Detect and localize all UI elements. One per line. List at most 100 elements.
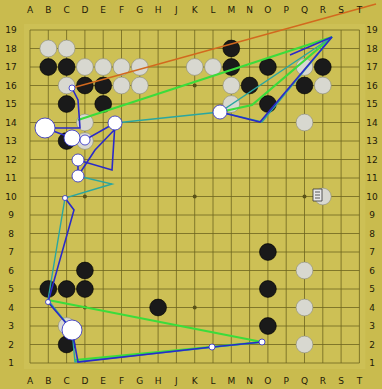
coordinate-label: 17 bbox=[366, 62, 377, 72]
coordinate-label: E bbox=[100, 376, 106, 386]
coordinate-label: 16 bbox=[5, 81, 16, 91]
coordinate-label: 5 bbox=[369, 284, 375, 294]
black-stone bbox=[260, 318, 277, 335]
gaze-path bbox=[48, 198, 262, 362]
coordinate-label: 4 bbox=[8, 303, 14, 313]
coordinate-label: S bbox=[338, 376, 344, 386]
fixation-circle bbox=[35, 118, 55, 138]
coordinate-label: K bbox=[192, 5, 198, 15]
coordinate-label: N bbox=[246, 5, 253, 15]
coordinate-label: L bbox=[210, 376, 215, 386]
black-stone bbox=[260, 96, 277, 113]
coordinate-label: 1 bbox=[8, 358, 14, 368]
grid-lines bbox=[30, 30, 359, 363]
coordinate-label: 17 bbox=[5, 62, 16, 72]
coordinate-label: R bbox=[320, 5, 326, 15]
black-stone bbox=[77, 281, 94, 298]
coordinate-label: Q bbox=[301, 5, 308, 15]
coordinate-label: 15 bbox=[5, 99, 16, 109]
white-stone bbox=[58, 40, 75, 57]
coordinate-label: T bbox=[357, 376, 363, 386]
gaze-path bbox=[72, 4, 376, 88]
fixation-circle bbox=[69, 85, 75, 91]
coordinate-label: 9 bbox=[8, 210, 14, 220]
white-stone bbox=[296, 262, 313, 279]
star-point bbox=[83, 195, 87, 199]
coordinate-label: 19 bbox=[366, 25, 377, 35]
grid-line bbox=[30, 252, 359, 253]
fixation-circle bbox=[63, 196, 68, 201]
coordinate-label: 14 bbox=[5, 118, 16, 128]
white-stone bbox=[296, 336, 313, 353]
coordinate-label: O bbox=[264, 5, 271, 15]
gaze-path bbox=[115, 37, 332, 123]
coordinate-label: 19 bbox=[5, 25, 16, 35]
coordinate-label: N bbox=[246, 376, 253, 386]
gaze-path bbox=[48, 300, 262, 360]
coordinate-label: D bbox=[81, 376, 88, 386]
black-stone bbox=[260, 281, 277, 298]
fixation-circle bbox=[62, 320, 82, 340]
grid-line bbox=[30, 48, 359, 49]
white-stone bbox=[223, 77, 240, 94]
coordinate-label: 12 bbox=[366, 155, 377, 165]
white-stone bbox=[296, 114, 313, 131]
gaze-path bbox=[45, 88, 118, 176]
coordinate-label: A bbox=[27, 376, 33, 386]
coordinate-label: 1 bbox=[369, 358, 375, 368]
star-point bbox=[303, 195, 307, 199]
gaze-path bbox=[220, 37, 332, 122]
fixation-circle bbox=[46, 300, 51, 305]
fixations bbox=[35, 85, 265, 350]
coordinate-label: C bbox=[63, 376, 69, 386]
coordinate-label: O bbox=[264, 376, 271, 386]
coordinate-label: 6 bbox=[369, 266, 375, 276]
coordinate-label: 3 bbox=[8, 321, 14, 331]
white-stone bbox=[131, 77, 148, 94]
coordinate-label: 11 bbox=[366, 173, 377, 183]
coordinate-label: 2 bbox=[8, 340, 14, 350]
gaze-paths bbox=[45, 4, 376, 362]
fixation-circle bbox=[259, 339, 265, 345]
coordinate-label: 6 bbox=[8, 266, 14, 276]
coordinate-label: H bbox=[155, 376, 162, 386]
black-stone bbox=[260, 59, 277, 76]
grid-line bbox=[30, 233, 359, 234]
coordinate-label: P bbox=[283, 376, 288, 386]
white-stone bbox=[77, 59, 94, 76]
coordinate-label: H bbox=[155, 5, 162, 15]
coordinate-label: Q bbox=[301, 376, 308, 386]
grid-lines bbox=[30, 30, 359, 363]
coordinate-label: T bbox=[357, 5, 363, 15]
coordinate-label: 14 bbox=[366, 118, 377, 128]
coordinate-label: 13 bbox=[5, 136, 16, 146]
grid-line bbox=[30, 104, 359, 105]
fixation-circle bbox=[213, 105, 227, 119]
coordinate-label: 2 bbox=[369, 340, 375, 350]
fixation-circle bbox=[72, 154, 84, 166]
black-stone bbox=[77, 262, 94, 279]
black-stone bbox=[314, 59, 331, 76]
coordinate-label: M bbox=[227, 376, 235, 386]
coordinate-label: A bbox=[27, 5, 33, 15]
black-stone bbox=[296, 77, 313, 94]
coordinate-label: 5 bbox=[8, 284, 14, 294]
coordinate-label: 8 bbox=[369, 229, 375, 239]
coordinate-label: F bbox=[119, 5, 124, 15]
fixation-circle bbox=[80, 135, 90, 145]
gaze-path bbox=[78, 37, 332, 120]
coordinate-label: 18 bbox=[5, 44, 16, 54]
coordinate-label: 12 bbox=[5, 155, 16, 165]
coordinate-label: 7 bbox=[369, 247, 375, 257]
coordinate-label: J bbox=[175, 376, 178, 386]
coordinate-label: 3 bbox=[369, 321, 375, 331]
coordinate-label: 7 bbox=[8, 247, 14, 257]
star-point bbox=[193, 195, 197, 199]
grid-line bbox=[30, 30, 359, 31]
black-stone bbox=[40, 59, 57, 76]
coordinate-label: 4 bbox=[369, 303, 375, 313]
white-stone bbox=[95, 59, 112, 76]
